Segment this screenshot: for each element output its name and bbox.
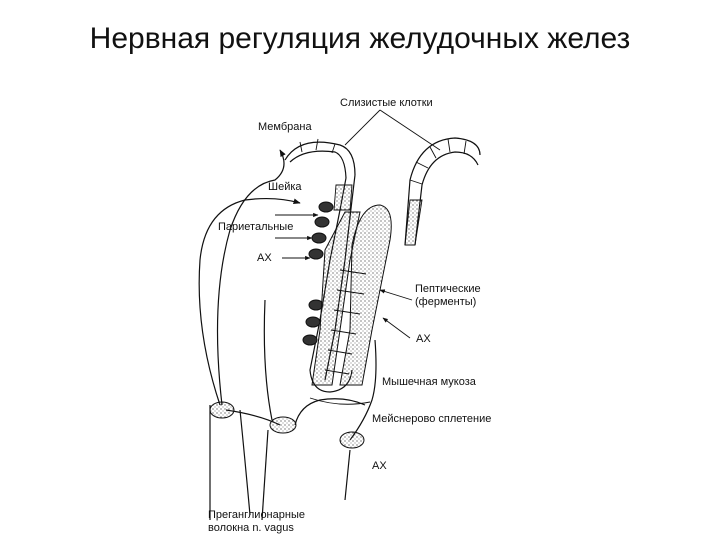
label-peptic-2: (ферменты) (415, 296, 476, 308)
label-ax-mid: АХ (416, 333, 431, 345)
label-neck: Шейка (268, 181, 302, 193)
label-preganglionic-1: Преганглионарные (208, 509, 305, 521)
label-peptic-1: Пептические (415, 283, 481, 295)
central-gland-body (311, 204, 392, 386)
label-ax-top: АХ (257, 252, 272, 264)
label-membrane: Мембрана (258, 121, 312, 133)
nerve-fibers (198, 149, 377, 521)
label-meissner-plexus: Мейснерово сплетение (372, 413, 491, 425)
label-preganglionic-2: волокна n. vagus (208, 522, 294, 534)
pointer-lines (275, 109, 441, 339)
label-mucous-cells: Слизистые клотки (340, 97, 433, 109)
neck-region (333, 184, 353, 211)
ganglia (209, 401, 365, 449)
label-parietal: Париетальные (218, 221, 293, 233)
right-gastric-pit (404, 137, 481, 246)
label-ax-bottom: АХ (372, 460, 387, 472)
slide-title: Нервная регуляция желудочных желез (89, 22, 631, 55)
parietal-cells (302, 201, 334, 346)
label-muscular-mucosa: Мышечная мукоза (382, 376, 477, 388)
